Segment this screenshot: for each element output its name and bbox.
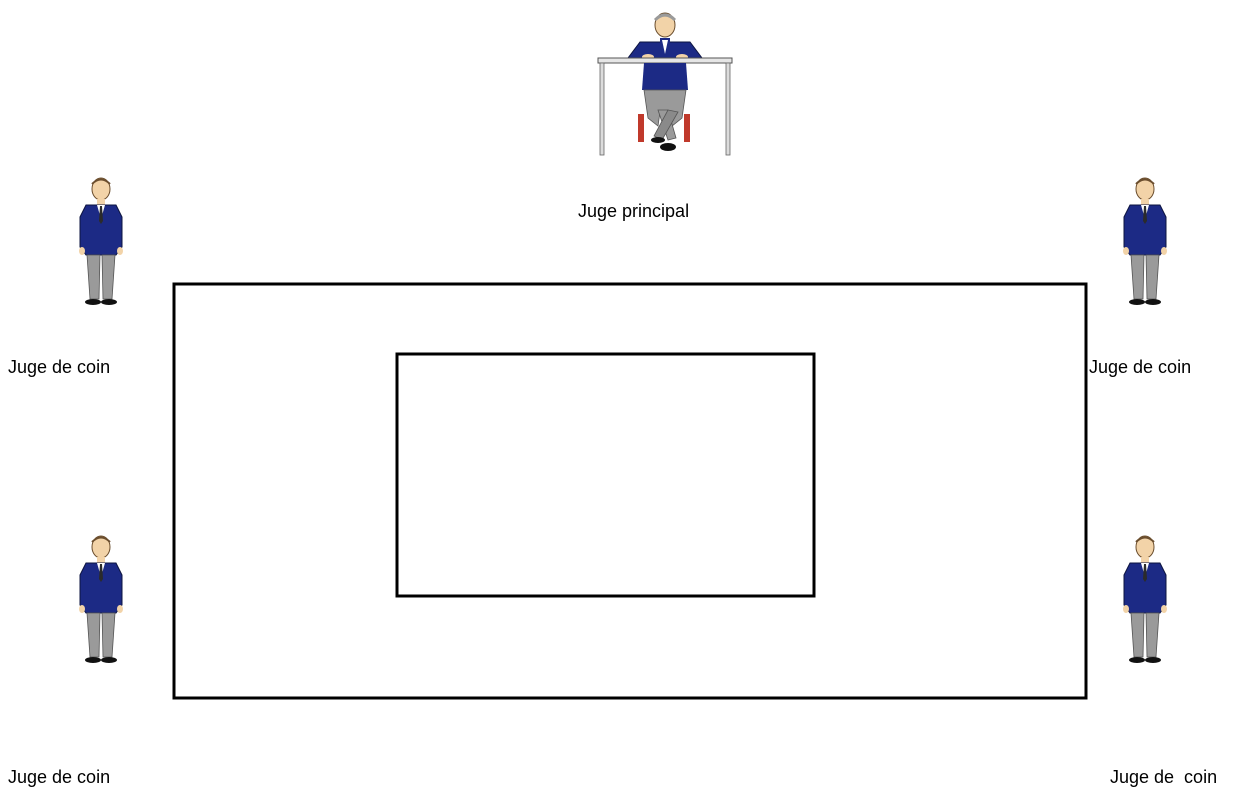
seated-judge-at-desk-icon xyxy=(598,13,732,155)
standing-judge-icon xyxy=(1123,178,1167,305)
corner-judge-bottom-left-label: Juge de coin xyxy=(8,768,110,786)
outer-area-rectangle xyxy=(174,284,1086,698)
inner-area-rectangle xyxy=(397,354,814,596)
corner-judge-top-right-label: Juge de coin xyxy=(1089,358,1191,376)
head-judge-label: Juge principal xyxy=(578,202,689,220)
standing-judge-icon xyxy=(79,536,123,663)
corner-judge-top-left-label: Juge de coin xyxy=(8,358,110,376)
standing-judge-icon xyxy=(79,178,123,305)
corner-judge-bottom-right-label: Juge de coin xyxy=(1110,768,1217,786)
standing-judge-icon xyxy=(1123,536,1167,663)
